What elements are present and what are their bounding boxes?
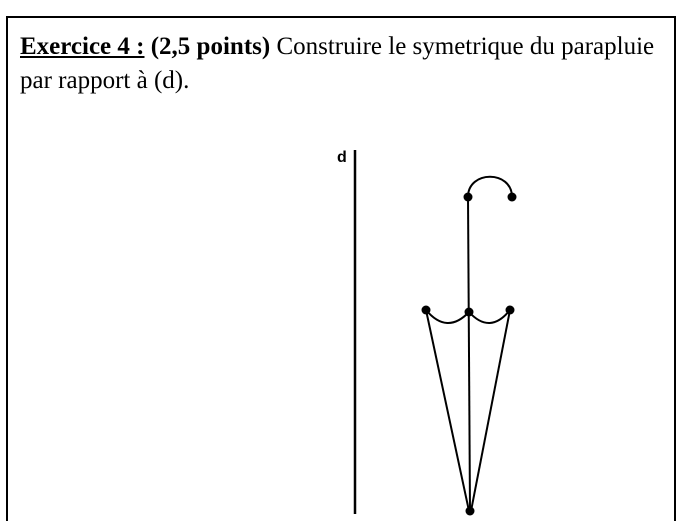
exercise-points: (2,5 points) xyxy=(150,33,271,60)
exercise-statement: Exercice 4 : (2,5 points) Construire le … xyxy=(20,30,670,98)
umbrella-shaft xyxy=(467,196,471,512)
umbrella-canopy-left-scallop xyxy=(425,309,470,324)
exercise-frame xyxy=(6,16,676,521)
umbrella-canopy-right-scallop xyxy=(468,309,511,324)
point-handle-top xyxy=(463,192,473,202)
point-canopy-right xyxy=(505,305,515,315)
point-tip xyxy=(465,506,475,516)
point-handle-end xyxy=(507,192,517,202)
point-canopy-center xyxy=(464,307,474,317)
umbrella-handle xyxy=(467,175,513,198)
point-canopy-left xyxy=(421,305,431,315)
exercise-label: Exercice 4 : xyxy=(20,33,145,60)
line-d-label: d xyxy=(337,149,347,166)
umbrella-rib-left xyxy=(425,309,470,512)
umbrella-rib-right xyxy=(470,309,511,512)
exercise-instruction: Construire le symetrique du parapluie pa… xyxy=(20,33,655,94)
